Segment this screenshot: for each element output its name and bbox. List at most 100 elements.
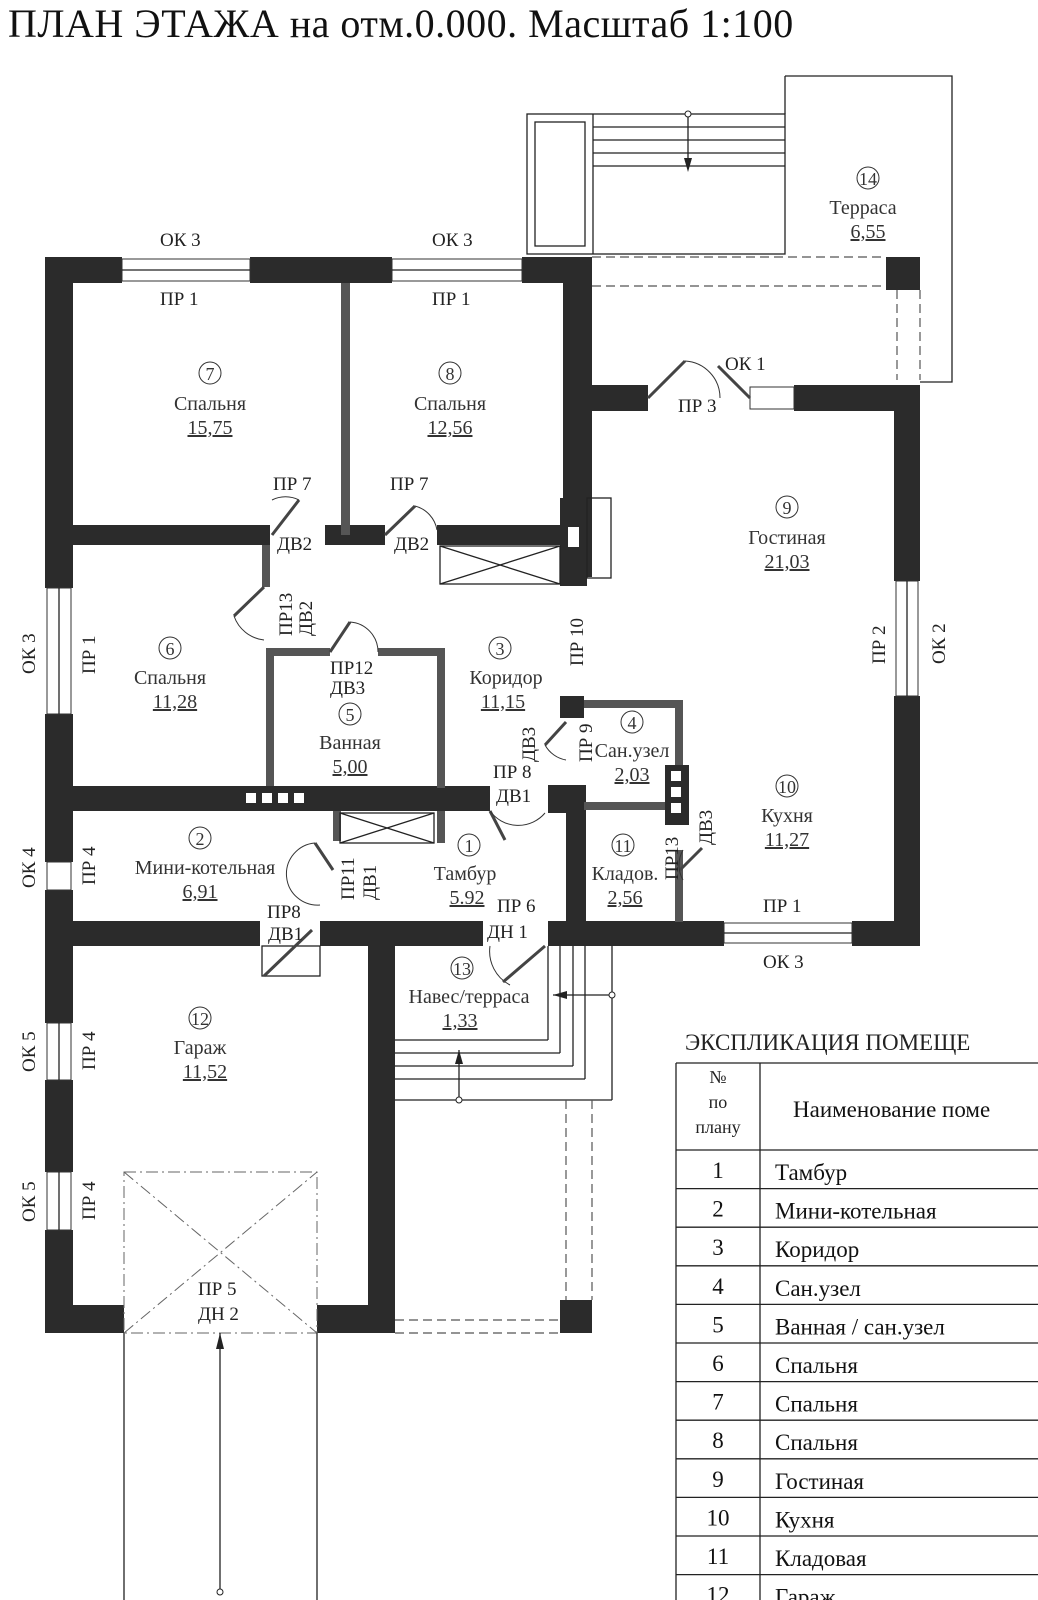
row-name: Ванная / сан.узел <box>775 1314 945 1339</box>
plan-title: ПЛАН ЭТАЖА на отм.0.000. Масштаб 1:100 <box>8 1 794 46</box>
svg-text:ДВ2: ДВ2 <box>296 601 317 636</box>
row-number: 11 <box>707 1544 729 1569</box>
svg-text:ДН 1: ДН 1 <box>487 922 528 943</box>
svg-text:7: 7 <box>206 364 215 384</box>
svg-text:ПР 1: ПР 1 <box>763 896 802 917</box>
svg-text:ПР11: ПР11 <box>338 857 359 900</box>
svg-text:11,27: 11,27 <box>765 829 809 851</box>
explication-name-header: Наименование поме <box>793 1097 990 1122</box>
svg-text:ОК 3: ОК 3 <box>160 230 201 251</box>
svg-text:ПР13: ПР13 <box>276 593 297 636</box>
svg-text:Тамбур: Тамбур <box>434 863 497 885</box>
room-9: 9 Гостиная 21,03 <box>748 495 826 573</box>
svg-text:Ванная: Ванная <box>319 732 381 754</box>
row-number: 3 <box>712 1235 724 1260</box>
svg-text:Навес/терраса: Навес/терраса <box>409 986 530 1008</box>
explication-table: ЭКСПЛИКАЦИЯ ПОМЕЩЕ № по плану Наименован… <box>675 1030 1038 1600</box>
row-name: Спальня <box>775 1430 858 1455</box>
explication-title: ЭКСПЛИКАЦИЯ ПОМЕЩЕ <box>685 1030 970 1055</box>
svg-text:ПР 5: ПР 5 <box>198 1279 237 1300</box>
terrace-outline <box>526 75 953 383</box>
svg-text:5.92: 5.92 <box>450 887 485 909</box>
room-labels: 7 Спальня 15,75 8 Спальня 12,56 9 Гостин… <box>134 166 897 1083</box>
svg-text:6,91: 6,91 <box>183 881 218 903</box>
svg-text:2: 2 <box>196 829 205 849</box>
svg-text:11,15: 11,15 <box>481 691 525 713</box>
svg-text:ПР 7: ПР 7 <box>273 474 312 495</box>
opening-labels: ОК 3 ОК 3 ПР 1 ПР 1 ОК 1 ПР 3 ПР 7 ПР 7 … <box>19 230 950 1325</box>
room-4: 4 Сан.узел 2,03 <box>595 710 669 786</box>
svg-text:15,75: 15,75 <box>188 417 233 439</box>
svg-text:ПР 1: ПР 1 <box>160 289 199 310</box>
room-12: 12 Гараж 11,52 <box>174 1006 227 1083</box>
svg-text:ОК 3: ОК 3 <box>763 952 804 973</box>
svg-text:ПР 4: ПР 4 <box>79 846 100 885</box>
svg-text:ПР8: ПР8 <box>267 902 301 923</box>
row-number: 12 <box>707 1583 730 1600</box>
svg-text:ПР 9: ПР 9 <box>576 723 597 762</box>
svg-text:ОК 2: ОК 2 <box>929 623 950 664</box>
svg-text:ДВ1: ДВ1 <box>496 786 531 807</box>
svg-text:ДВ2: ДВ2 <box>394 534 429 555</box>
svg-text:ОК 4: ОК 4 <box>19 847 40 888</box>
svg-text:№: № <box>709 1067 726 1087</box>
room-6: 6 Спальня 11,28 <box>134 636 206 713</box>
row-number: 6 <box>712 1351 724 1376</box>
svg-text:плану: плану <box>695 1117 740 1137</box>
svg-text:ПР 2: ПР 2 <box>869 625 890 664</box>
room-1: 1 Тамбур 5.92 <box>434 833 497 909</box>
row-number: 2 <box>712 1197 724 1222</box>
garage-gate <box>123 1171 318 1600</box>
svg-text:Спальня: Спальня <box>134 667 206 689</box>
row-name: Мини-котельная <box>775 1199 937 1224</box>
row-name: Кладовая <box>775 1546 867 1571</box>
room-11: 11 Кладов. 2,56 <box>592 833 658 909</box>
vent-block <box>246 765 689 825</box>
svg-text:Коридор: Коридор <box>469 667 542 689</box>
canopy-terrace <box>395 946 616 1334</box>
svg-text:ОК 3: ОК 3 <box>432 230 473 251</box>
svg-text:ОК 1: ОК 1 <box>725 354 766 375</box>
table-row: 8 Спальня <box>676 1428 1038 1460</box>
windows <box>46 258 919 1231</box>
table-row: 12 Гараж <box>707 1583 836 1600</box>
svg-text:ПР 7: ПР 7 <box>390 474 429 495</box>
room-14: 14 Терраса 6,55 <box>829 166 897 243</box>
svg-text:ДВ3: ДВ3 <box>696 810 717 845</box>
svg-text:ПР 4: ПР 4 <box>79 1031 100 1070</box>
svg-text:Спальня: Спальня <box>414 393 486 415</box>
row-name: Тамбур <box>775 1160 847 1185</box>
svg-text:по: по <box>709 1092 728 1112</box>
svg-text:Терраса: Терраса <box>829 197 896 219</box>
room-13: 13 Навес/терраса 1,33 <box>409 956 530 1032</box>
room-8: 8 Спальня 12,56 <box>414 361 486 439</box>
row-number: 10 <box>707 1505 730 1530</box>
fireplace <box>560 497 612 586</box>
built-in-wardrobes <box>261 545 561 977</box>
svg-text:6,55: 6,55 <box>851 221 886 243</box>
row-name: Гараж <box>775 1585 836 1600</box>
svg-text:ПР 1: ПР 1 <box>79 635 100 674</box>
svg-text:ДВ1: ДВ1 <box>268 924 303 945</box>
svg-text:11,28: 11,28 <box>153 691 197 713</box>
svg-text:Спальня: Спальня <box>174 393 246 415</box>
row-name: Кухня <box>775 1507 835 1532</box>
svg-text:ДВ3: ДВ3 <box>330 678 365 699</box>
row-number: 8 <box>712 1428 724 1453</box>
table-row: 1 Тамбур <box>676 1158 1038 1190</box>
svg-text:ДВ1: ДВ1 <box>360 865 381 900</box>
svg-text:13: 13 <box>453 959 471 979</box>
svg-text:ОК 3: ОК 3 <box>19 633 40 674</box>
svg-text:11: 11 <box>614 836 631 856</box>
row-number: 1 <box>712 1158 724 1183</box>
svg-text:1: 1 <box>465 836 474 856</box>
svg-text:6: 6 <box>166 639 175 659</box>
table-row: 11 Кладовая <box>676 1544 1038 1576</box>
svg-text:14: 14 <box>859 169 877 189</box>
svg-text:ПР 8: ПР 8 <box>493 762 532 783</box>
room-10: 10 Кухня 11,27 <box>761 774 813 851</box>
svg-text:2,56: 2,56 <box>608 887 643 909</box>
